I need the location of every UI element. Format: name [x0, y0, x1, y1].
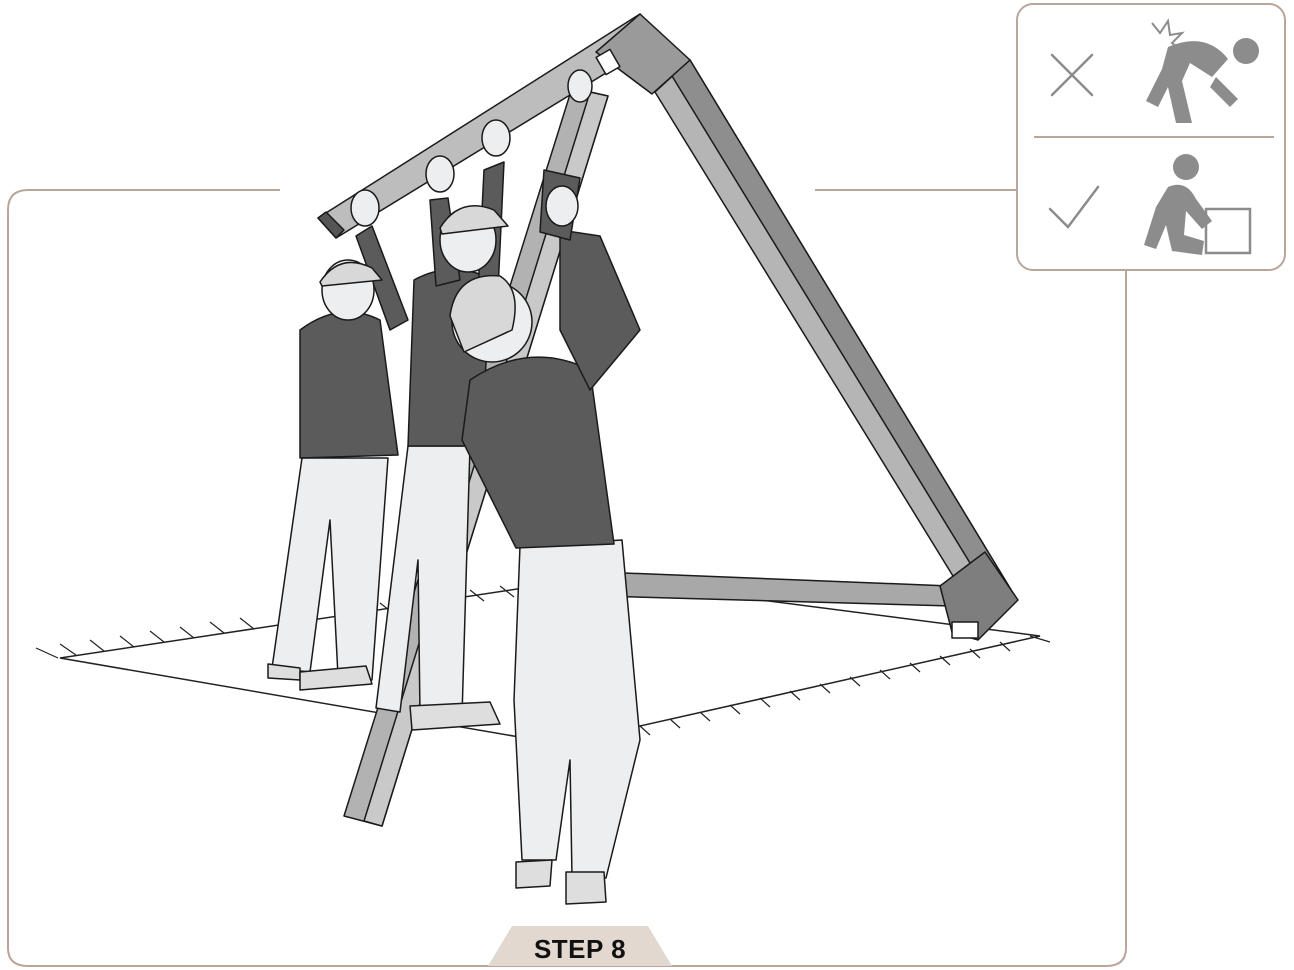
- worker-left: [267, 225, 409, 691]
- check-icon: [1048, 185, 1100, 229]
- correct-lifting-posture-icon: [1144, 154, 1252, 255]
- bad-lifting-posture-icon: [1146, 18, 1259, 123]
- illustration-frame: [7, 189, 1127, 967]
- step-tab: [488, 926, 672, 966]
- cross-icon: [1050, 53, 1094, 97]
- apex-bracket: [595, 13, 691, 95]
- worker-front: [449, 169, 641, 905]
- lifting-safety-panel: [1016, 3, 1286, 271]
- worker-hands: [350, 69, 593, 227]
- corner-bracket: [939, 551, 1019, 641]
- step-label: STEP 8: [533, 934, 627, 964]
